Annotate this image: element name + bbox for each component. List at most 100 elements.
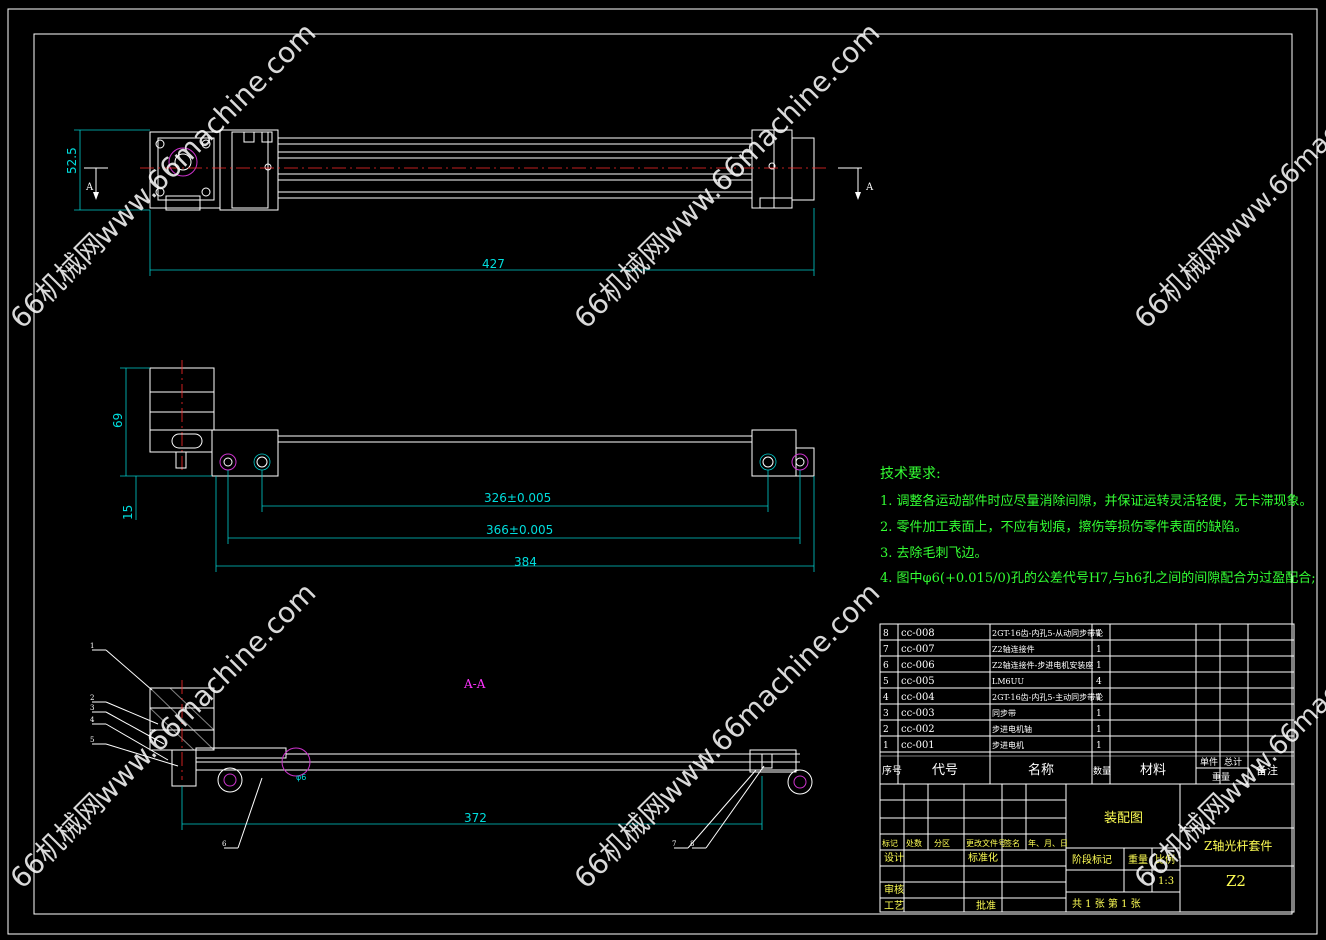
bom-row-code: cc-003 <box>901 708 935 719</box>
inner-frame <box>33 33 1293 915</box>
revision-header: 年、月、日 <box>1028 838 1068 848</box>
bom-header-remark: 备注 <box>1256 763 1278 777</box>
stage-scale: 比例 <box>1155 853 1175 866</box>
watermark-brand-1: 66机械网 <box>4 227 112 335</box>
front-view: A A 52.5 427 <box>65 129 874 276</box>
watermark-site-4: www.66machine.com <box>87 576 322 811</box>
bom-row-name: 步进电机 <box>992 740 1024 750</box>
bom-row-code: cc-005 <box>901 676 935 687</box>
drawing-number: Z2 <box>1226 872 1246 890</box>
revision-header: 更改文件号 <box>966 838 1006 848</box>
revision-header: 分区 <box>934 839 950 848</box>
part-name: Z轴光杆套件 <box>1204 838 1272 853</box>
bom-row-name: 2GT-16齿-内孔5-从动同步带轮 <box>992 628 1103 638</box>
bom-row-seq: 8 <box>883 629 889 639</box>
drawing-type: 装配图 <box>1104 811 1143 826</box>
watermark-layer: 66机械网 www.66machine.com 66机械网 www.66mach… <box>4 16 1326 895</box>
bom-header-name: 名称 <box>1028 762 1054 778</box>
bom-row-code: cc-002 <box>901 724 935 735</box>
section-label: A-A <box>463 677 486 691</box>
tech-req-item-4: 4. 图中φ6(+0.015/0)孔的公差代号H7,与h6孔之间的间隙配合为过盈… <box>880 570 1316 586</box>
revision-header: 处数 <box>906 838 922 848</box>
watermark-site-3: www.66machine.com <box>1213 34 1326 252</box>
dim-length-front: 427 <box>482 257 505 271</box>
balloon-label: 5 <box>90 736 94 744</box>
bom-row-name: 同步带 <box>992 709 1016 718</box>
bom-row-code: cc-001 <box>901 740 935 751</box>
section-marker-right: A <box>865 182 874 193</box>
bom-header-weight: 重量 <box>1212 771 1230 783</box>
balloon-label: 7 <box>672 840 676 848</box>
watermark-site-2: www.66machine.com <box>651 16 886 251</box>
bom-row-name: Z2轴连接件 <box>992 644 1035 654</box>
bom-row-qty: 1 <box>1096 661 1102 671</box>
bom-row-code: cc-006 <box>901 660 935 671</box>
tech-req-item-2: 2. 零件加工表面上，不应有划痕，擦伤等损伤零件表面的缺陷。 <box>880 519 1248 535</box>
bom-row-qty: 1 <box>1096 693 1102 703</box>
bom-row-code: cc-004 <box>901 692 935 703</box>
dim-offset-side: 15 <box>121 505 135 520</box>
bom-row-seq: 5 <box>883 677 889 687</box>
bom-row-seq: 7 <box>883 645 889 655</box>
balloon-label: 3 <box>90 704 94 712</box>
role-review: 审核 <box>884 883 904 896</box>
stage-weight: 重量 <box>1128 853 1148 866</box>
section-view: A-A φ6 372 1 2 3 4 5 6 7 8 <box>90 642 813 849</box>
bom-header-code: 代号 <box>932 763 958 778</box>
bom-row-seq: 6 <box>883 661 889 671</box>
balloon-label: 4 <box>90 716 95 724</box>
bom-header-qty: 数量 <box>1093 765 1111 777</box>
role-standard: 标准化 <box>968 851 998 864</box>
bom-row-seq: 2 <box>883 725 889 735</box>
bom-row-qty: 1 <box>1096 709 1102 719</box>
dim-height-side: 69 <box>111 413 125 428</box>
bom-row-seq: 4 <box>883 693 889 703</box>
tech-req-item-1: 1. 调整各运动部件时应尽量消除间隙，并保证运转灵活轻便，无卡滞现象。 <box>880 493 1313 509</box>
tech-req-title: 技术要求: <box>880 466 941 482</box>
bom-row-qty: 1 <box>1096 629 1102 639</box>
revision-headers: 标记处数 分区 更改文件号签名年、月、日 <box>882 838 1068 848</box>
tech-requirements: 技术要求: 1. 调整各运动部件时应尽量消除间隙，并保证运转灵活轻便，无卡滞现象… <box>880 466 1316 586</box>
revision-header: 标记 <box>882 838 898 848</box>
title-block: 标记处数分区更改文件号签名年、月、日 设计 标准化 审核 工艺 批准 阶段标记 … <box>879 783 1295 913</box>
tech-req-item-3: 3. 去除毛刺飞边。 <box>880 546 988 561</box>
bom-row-name: 步进电机轴 <box>992 724 1032 734</box>
sheet-info: 共 1 张 第 1 张 <box>1072 897 1141 910</box>
scale-value: 1:3 <box>1158 876 1174 887</box>
revision-header: 签名 <box>1004 838 1020 848</box>
bom-row-qty: 1 <box>1096 645 1102 655</box>
side-view: 69 15 326±0.005 366±0.005 384 <box>111 360 815 572</box>
bom-row-seq: 1 <box>883 741 889 751</box>
bom-header-unit: 单件 <box>1200 756 1218 768</box>
dim-366: 366±0.005 <box>486 523 553 537</box>
dim-372: 372 <box>464 811 487 825</box>
bom-row-qty: 1 <box>1096 741 1102 751</box>
bom-row-name: 2GT-16齿-内孔5-主动同步带轮 <box>992 692 1103 702</box>
bom-header-seq: 序号 <box>882 764 902 777</box>
balloon-leaders: 1 2 3 4 5 6 7 8 <box>90 642 765 849</box>
bom-row-name: LM6UU <box>992 677 1024 686</box>
balloon-label: 6 <box>222 840 227 848</box>
watermark-brand-3: 66机械网 <box>1128 227 1236 335</box>
bom-row-code: cc-007 <box>901 644 935 655</box>
watermark-site-1: www.66machine.com <box>87 16 322 251</box>
watermark-site-6: www.66machine.com <box>1213 594 1326 812</box>
dim-384: 384 <box>514 555 537 569</box>
role-approve: 批准 <box>976 899 996 912</box>
section-marker-left: A <box>85 182 94 193</box>
bom-row-qty: 1 <box>1096 725 1102 735</box>
watermark-brand-5: 66机械网 <box>568 787 676 895</box>
watermark-brand-2: 66机械网 <box>568 227 676 335</box>
bom-row-seq: 3 <box>883 709 889 719</box>
bom-header-material: 材料 <box>1140 763 1166 778</box>
watermark-site-5: www.66machine.com <box>651 576 886 811</box>
bom-row-name: Z2轴连接件-步进电机安装座 <box>992 660 1093 670</box>
hole-callout: φ6 <box>296 773 306 782</box>
balloon-label: 1 <box>90 642 94 650</box>
role-process: 工艺 <box>884 900 904 912</box>
balloon-label: 8 <box>690 840 694 848</box>
balloon-label: 2 <box>90 694 94 702</box>
